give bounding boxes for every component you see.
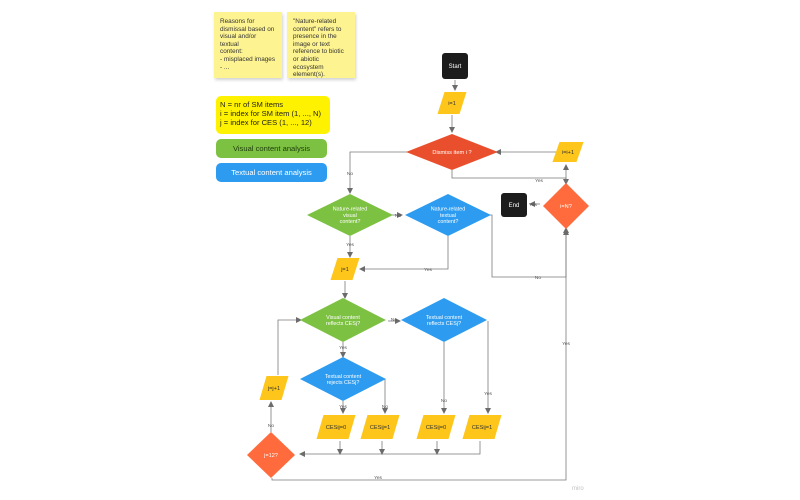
i-eq-n-decision[interactable]: i=N? — [543, 183, 589, 229]
j-increment-node[interactable]: j=j+1 — [259, 376, 289, 400]
textual-rejects-decision-label-line-1: Textual content — [325, 374, 362, 380]
cesij-0a-node-label: CESij=0 — [326, 425, 346, 431]
j-eq-12-decision-label: j=12? — [263, 453, 278, 459]
i-init-node-label: i=1 — [448, 101, 456, 107]
edge-label-yes-loop: Yes — [562, 341, 570, 347]
cesij-0b-node[interactable]: CESij=0 — [416, 415, 456, 439]
textual-reflects-decision-label-line-1: Textual content — [426, 315, 463, 321]
sticky-note-dismissal[interactable]: Reasons for dismissal based on visual an… — [214, 12, 282, 78]
dismiss-decision-label: Dismiss item i ? — [432, 150, 471, 156]
edge-label-no-j-eq-12: No — [268, 423, 274, 429]
textual-reflects-decision-label-line-2: reflects CESj? — [427, 321, 461, 327]
miro-watermark: miro — [572, 486, 584, 492]
edge-label-yes-i-eq-n: Yes — [529, 202, 537, 208]
j-init-node[interactable]: j=1 — [330, 258, 360, 280]
edge-label-yes-txt-rejects: Yes — [339, 404, 347, 410]
cesij-0a-node[interactable]: CESij=0 — [316, 415, 356, 439]
nature-textual-decision-label-line-1: Nature-related — [431, 207, 465, 213]
nature-visual-decision-label-line-3: content? — [340, 219, 361, 225]
edge-dismiss-no-to-visual — [347, 151, 410, 194]
edge-label-no-txt-rejects: No — [382, 404, 388, 410]
edge-dismiss-yes-to-decision — [451, 170, 569, 185]
edge-label-no-vis-reflects: No — [391, 317, 397, 323]
legend-textual-analysis[interactable]: Textual content analysis — [216, 163, 327, 182]
edge-label-no-textual: No — [535, 275, 541, 281]
edge-label-yes-dismiss: Yes — [535, 178, 543, 184]
legend-visual-analysis[interactable]: Visual content analysis — [216, 139, 327, 158]
edge-label-no-visual: No — [395, 213, 401, 219]
edge-label-yes-visual: Yes — [346, 242, 354, 248]
i-eq-n-decision-label: i=N? — [560, 204, 572, 210]
dismiss-decision[interactable]: Dismiss item i ? — [406, 134, 498, 170]
edge-label-yes-vis-reflects: Yes — [339, 345, 347, 351]
nature-textual-decision-label-line-2: textual — [440, 213, 456, 219]
nature-visual-decision-label-line-2: visual — [343, 213, 357, 219]
nature-visual-decision-label-line-1: Nature-related — [333, 207, 367, 213]
cesij-1b-node-label: CESij=1 — [472, 425, 492, 431]
j-init-node-label: j=1 — [340, 267, 349, 273]
j-eq-12-decision[interactable]: j=12? — [247, 432, 295, 478]
edge-label-no-txt-reflects: No — [441, 398, 447, 404]
edge-textual-yes-to-j-init — [359, 236, 449, 272]
i-init-node[interactable]: i=1 — [437, 92, 467, 114]
board — [205, 6, 595, 496]
edge-label-yes-textual: Yes — [424, 267, 432, 273]
start-node-label: Start — [449, 64, 462, 70]
edge-j-eq-12-yes-to-i-eq-n — [271, 229, 569, 481]
nature-textual-decision-label-line-3: content? — [438, 219, 459, 225]
end-node[interactable]: End — [501, 193, 527, 217]
cesij-1a-node[interactable]: CESij=1 — [360, 415, 400, 439]
edge-label-yes-j-eq-12: Yes — [374, 475, 382, 481]
edge-label-no-dismiss: No — [347, 171, 353, 177]
cesij-1a-node-label: CESij=1 — [370, 425, 390, 431]
visual-reflects-decision-label-line-2: reflects CESj? — [326, 321, 360, 327]
edge-label-yes-txt-reflects: Yes — [484, 391, 492, 397]
end-node-label: End — [509, 203, 520, 209]
edge-textual-no-to-i-eq-n — [490, 214, 569, 278]
textual-rejects-decision-label-line-2: rejects CESj? — [327, 380, 360, 386]
legend-definitions[interactable]: N = nr of SM items i = index for SM item… — [216, 96, 330, 134]
i-increment-node[interactable]: i=i+1 — [552, 142, 584, 162]
start-node[interactable]: Start — [442, 53, 468, 79]
sticky-note-nature-related[interactable]: "Nature-related content" refers to prese… — [287, 12, 355, 78]
edge-cesij-merge-to-j-eq-12 — [299, 441, 481, 457]
j-increment-node-label: j=j+1 — [267, 386, 280, 392]
cesij-0b-node-label: CESij=0 — [426, 425, 446, 431]
edge-j-inc-to-vis-reflects — [277, 317, 302, 375]
visual-reflects-decision-label-line-1: Visual content — [326, 315, 360, 321]
cesij-1b-node[interactable]: CESij=1 — [462, 415, 502, 439]
i-increment-node-label: i=i+1 — [562, 150, 574, 156]
